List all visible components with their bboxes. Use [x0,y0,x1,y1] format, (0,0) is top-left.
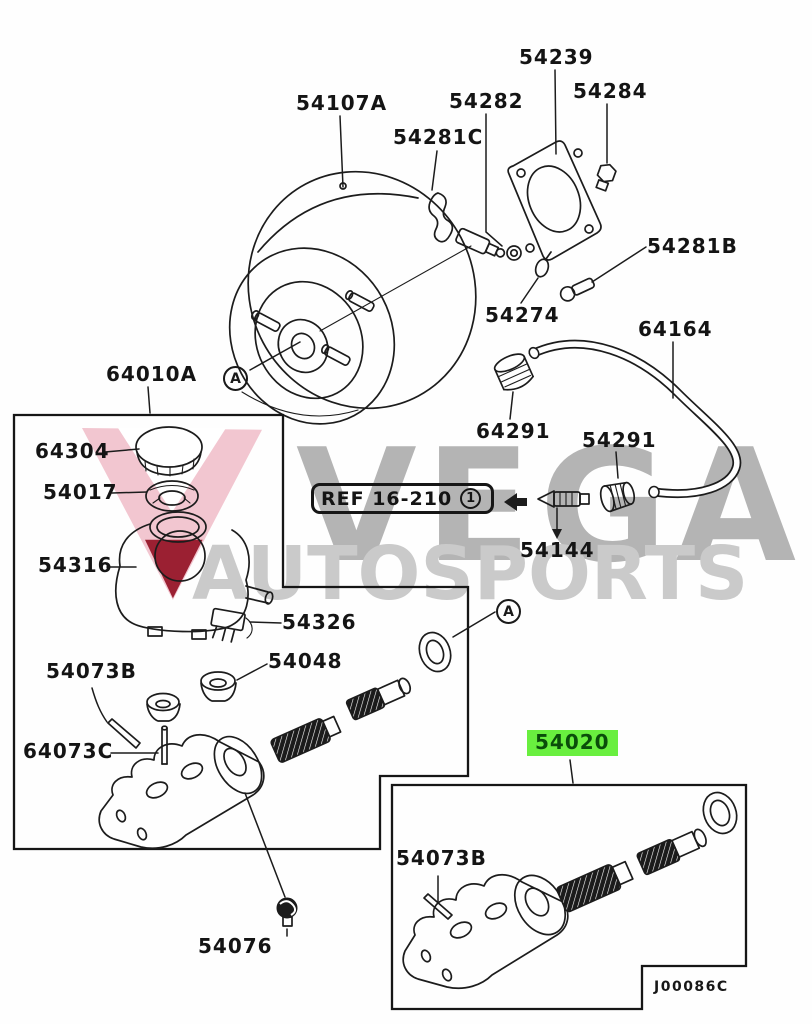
part-label-64291: 64291 [476,419,551,443]
reservoir-cap-64304-drawing [135,426,203,477]
cap-64291-drawing [493,353,534,391]
part-label-64164: 64164 [638,317,713,341]
vacuum-hose-64164-drawing [528,339,742,499]
bolt-54284-drawing [595,163,617,192]
gasket-54239-drawing [507,140,602,261]
grommets-54048-drawing [146,671,237,722]
part-label-54144: 54144 [520,538,595,562]
check-valve-54144-drawing [537,490,590,508]
part-label-54281B: 54281B [647,234,738,258]
repair-kit-54020-drawing [402,791,738,990]
callout-circle-A-1: A [223,366,248,391]
ref-note-box: REF 16-210 1 [311,483,494,514]
callout-circle-A-2: A [496,599,521,624]
part-label-54239: 54239 [519,45,594,69]
reservoir-seal-54017-drawing [145,480,199,512]
part-label-54107A: 54107A [296,91,388,115]
part-label-54316: 54316 [38,553,113,577]
ref-note-badge: 1 [460,488,482,509]
part-label-54284: 54284 [573,79,648,103]
clip-54281C-drawing [428,192,454,243]
level-sensor-54326-drawing [210,607,253,643]
part-label-54282: 54282 [449,89,524,113]
watermark-brand-text: VEGA [296,415,805,597]
part-label-64304: 64304 [35,439,110,463]
grommet-54291-drawing [599,481,636,513]
part-label-54274: 54274 [485,303,560,327]
part-label-54326: 54326 [282,610,357,634]
ref-note-text: REF 16-210 [321,487,453,510]
repair-kit-box-outline [390,783,748,1011]
ring-54274-drawing [534,251,552,278]
piston-set-drawing [270,631,452,763]
watermark-subbrand-text: AUTOSPORTS [192,531,749,617]
part-label-54076: 54076 [198,934,273,958]
leader-lines [91,69,674,937]
part-label-64010A: 64010A [106,362,198,386]
part-label-54291: 54291 [582,428,657,452]
part-label-54281C: 54281C [393,125,484,149]
ref-arrow-icon [504,493,527,511]
part-label-64073C: 64073C [23,739,114,763]
part-label-54073B-upper: 54073B [46,659,137,683]
diagram-code: J00086C [654,979,729,995]
part-label-54073B-lower: 54073B [396,846,487,870]
vega-v-logo [82,428,262,600]
master-cylinder-drawing [98,733,265,850]
part-label-54048: 54048 [268,649,343,673]
pin-54073B-upper-drawing [107,718,141,749]
part-label-54020: 54020 [527,730,618,756]
assembly-box-outline [12,413,470,851]
reservoir-54316-drawing [114,511,274,640]
sensor-54282-drawing [455,227,522,261]
bolt-54076-drawing [276,897,298,927]
part-label-54017: 54017 [43,480,118,504]
